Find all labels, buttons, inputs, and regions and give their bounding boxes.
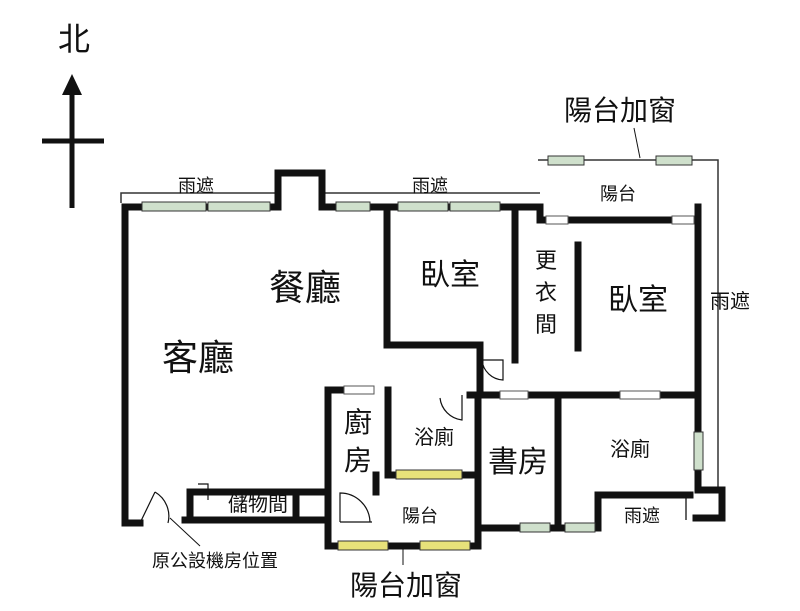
opening-4	[619, 390, 661, 400]
openings	[343, 215, 695, 400]
window-6	[547, 155, 585, 166]
label-dressing-1: 更	[535, 249, 557, 274]
window-7	[655, 155, 693, 166]
label-machine-room: 原公設機房位置	[152, 551, 278, 572]
windows	[141, 155, 704, 551]
label-dressing-3: 間	[535, 313, 557, 338]
labels: 餐廳 客廳 臥室 臥室 更 衣 間 廚 房 浴廁 書房 浴廁 儲物間 陽台 陽台…	[152, 94, 750, 602]
window-8	[693, 431, 704, 471]
window-4	[397, 201, 449, 212]
label-window-bottom: 陽台加窗	[350, 569, 462, 602]
opening-1	[545, 215, 569, 225]
label-bedroom-1: 臥室	[420, 258, 480, 293]
door-storage	[198, 483, 209, 500]
label-kitchen-1: 廚	[344, 406, 372, 439]
label-eave-top-left: 雨遮	[178, 176, 214, 197]
label-window-top: 陽台加窗	[564, 94, 676, 127]
window-3	[335, 201, 371, 212]
label-storage: 儲物間	[228, 492, 288, 516]
leader-machine-room	[169, 517, 201, 547]
north-arrow-head-icon	[62, 74, 82, 95]
label-dressing-2: 衣	[535, 281, 557, 306]
window-1	[141, 201, 207, 212]
door-bath1	[439, 395, 463, 421]
label-dining-room: 餐廳	[269, 268, 341, 309]
window-13	[395, 469, 463, 480]
window-5	[449, 201, 501, 212]
label-study: 書房	[488, 445, 548, 480]
window-9	[519, 522, 551, 533]
compass: 北	[42, 20, 104, 208]
leader-window-top	[633, 127, 641, 159]
label-balcony-bottom: 陽台	[402, 506, 438, 527]
door-kitchen-balcony	[339, 492, 372, 523]
north-label: 北	[58, 20, 90, 58]
wall-balcony-top-south	[536, 203, 702, 224]
leader-lines	[169, 127, 641, 565]
window-2	[207, 201, 271, 212]
wall-balcony-bottom	[324, 518, 482, 550]
doors	[139, 359, 504, 524]
wall-west	[121, 203, 144, 527]
label-living-room: 客廳	[162, 338, 234, 379]
label-eave-right: 雨遮	[710, 289, 750, 313]
window-10	[564, 522, 596, 533]
label-bath-1: 浴廁	[414, 425, 454, 449]
opening-3	[499, 390, 529, 400]
label-eave-bottom-right: 雨遮	[624, 506, 660, 527]
opening-5	[343, 385, 375, 395]
window-11	[337, 540, 389, 551]
label-bedroom-2: 臥室	[608, 283, 668, 318]
label-kitchen-2: 房	[344, 444, 372, 477]
label-bath-2: 浴廁	[610, 437, 650, 461]
door-machine-room	[139, 491, 170, 524]
label-balcony-top: 陽台	[600, 184, 636, 205]
label-eave-top-mid: 雨遮	[412, 176, 448, 197]
eave-outline-top-left	[120, 192, 275, 203]
window-12	[419, 540, 471, 551]
wall-bath2-south	[594, 491, 694, 532]
opening-2	[671, 215, 695, 225]
door-bedroom1	[480, 359, 504, 381]
